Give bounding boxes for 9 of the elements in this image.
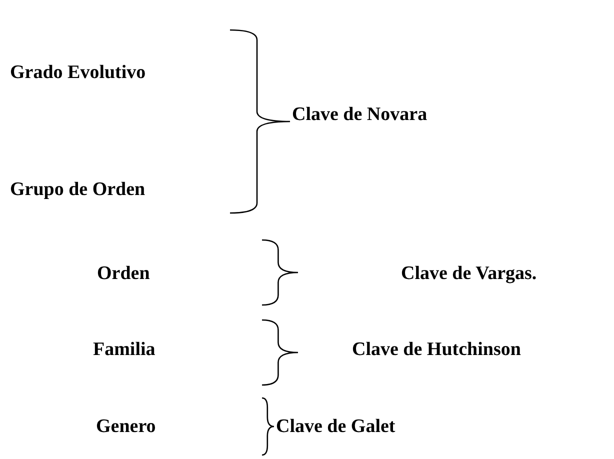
classification-label: Clave de Hutchinson [352, 339, 521, 361]
classification-label: Clave de Galet [276, 416, 396, 438]
classification-label: Grupo de Orden [10, 179, 146, 201]
classification-label: Grado Evolutivo [10, 62, 146, 84]
classification-label: Clave de Vargas. [401, 263, 537, 285]
classification-label: Clave de Novara [292, 104, 428, 126]
classification-label: Familia [93, 339, 156, 361]
classification-label: Orden [97, 263, 150, 285]
classification-label: Genero [96, 416, 156, 438]
